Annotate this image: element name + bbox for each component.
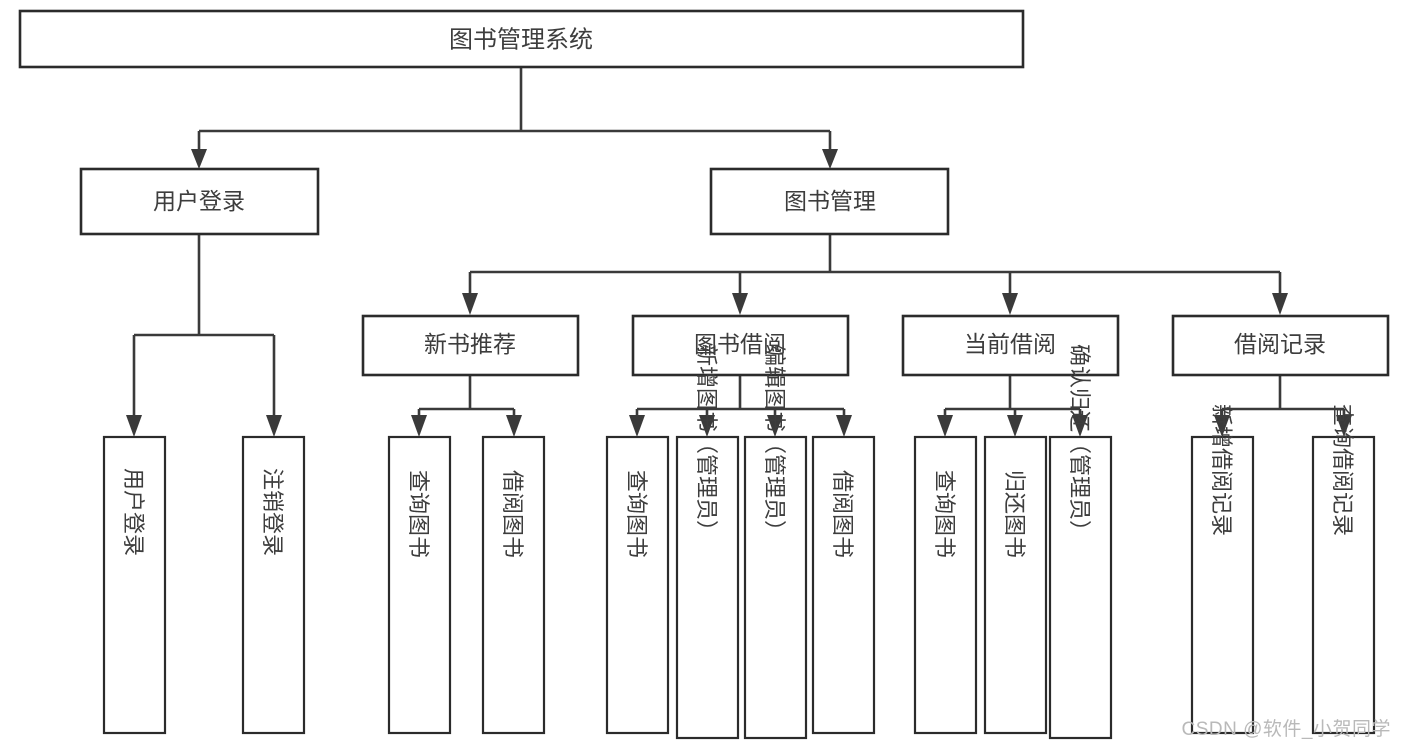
connector-layer [126, 67, 1352, 437]
arrow-book-manage [822, 149, 838, 169]
leaf-user-login-label: 用户登录 [121, 468, 146, 556]
arrow-borrowrecord [1272, 293, 1288, 315]
arrow-borrowrecord-leaf-1 [1214, 415, 1230, 437]
leaf-newbook-query[interactable]: 查询图书 [387, 435, 452, 735]
node-user-login-box[interactable] [79, 167, 320, 236]
leaf-bookborrow-query-label: 查询图书 [624, 470, 649, 558]
arrow-newbook-leaf-1 [411, 415, 427, 437]
leaf-borrowrecord-query-label: 查询借阅记录 [1330, 404, 1355, 536]
arrow-bookborrow [732, 293, 748, 315]
node-root-box[interactable] [18, 9, 1025, 69]
node-borrow-record-box[interactable] [1171, 314, 1390, 377]
leaf-currentborrow-return[interactable]: 归还图书 [983, 435, 1048, 735]
node-root-label: 图书管理系统 [449, 26, 593, 53]
leaf-currentborrow-confirm[interactable]: 确认归还（管理员） [1048, 344, 1113, 740]
arrow-bookborrow-leaf-2 [699, 415, 715, 437]
leaf-bookborrow-borrow[interactable]: 借阅图书 [811, 435, 876, 735]
arrow-currentborrow-leaf-3 [1072, 415, 1088, 437]
leaf-bookborrow-query-box[interactable] [605, 435, 670, 735]
leaf-bookborrow-borrow-label: 借阅图书 [830, 470, 855, 558]
node-borrow-record[interactable]: 借阅记录 [1171, 314, 1390, 377]
arrow-currentborrow-leaf-2 [1007, 415, 1023, 437]
leaf-currentborrow-query[interactable]: 查询图书 [913, 435, 978, 735]
node-book-borrow-label: 图书借阅 [694, 331, 786, 357]
node-current-borrow-label: 当前借阅 [964, 331, 1056, 357]
leaf-currentborrow-query-box[interactable] [913, 435, 978, 735]
node-book-manage-box[interactable] [709, 167, 950, 236]
leaf-newbook-query-label: 查询图书 [406, 470, 431, 558]
leaf-newbook-borrow-box[interactable] [481, 435, 546, 735]
leaf-bookborrow-add[interactable]: 新增图书（管理员） [675, 344, 740, 740]
node-borrow-record-label: 借阅记录 [1234, 331, 1326, 357]
node-root[interactable]: 图书管理系统 [18, 9, 1025, 69]
leaf-logout-box[interactable] [241, 435, 306, 735]
leaf-currentborrow-return-label: 归还图书 [1002, 470, 1027, 558]
leaf-borrowrecord-add-box[interactable] [1190, 435, 1255, 735]
leaf-currentborrow-return-box[interactable] [983, 435, 1048, 735]
leaf-borrowrecord-query-box[interactable] [1311, 435, 1376, 735]
arrow-bookborrow-leaf-1 [629, 415, 645, 437]
arrow-borrowrecord-leaf-2 [1336, 415, 1352, 437]
node-new-book-recommend[interactable]: 新书推荐 [361, 314, 580, 377]
leaf-logout[interactable]: 注销登录 [241, 435, 306, 735]
leaf-bookborrow-add-box[interactable] [675, 435, 740, 740]
node-new-book-recommend-label: 新书推荐 [424, 331, 516, 357]
arrow-leaf-logout [266, 415, 282, 437]
leaf-newbook-query-box[interactable] [387, 435, 452, 735]
leaf-bookborrow-add-label: 新增图书（管理员） [694, 344, 719, 542]
leaf-bookborrow-query[interactable]: 查询图书 [605, 435, 670, 735]
arrow-currentborrow [1002, 293, 1018, 315]
node-user-login[interactable]: 用户登录 [79, 167, 320, 236]
arrow-newbook-leaf-2 [506, 415, 522, 437]
node-current-borrow[interactable]: 当前借阅 [901, 314, 1120, 377]
node-book-borrow[interactable]: 图书借阅 [631, 314, 850, 377]
leaf-newbook-borrow-label: 借阅图书 [500, 470, 525, 558]
node-book-manage-label: 图书管理 [784, 188, 876, 214]
leaf-borrowrecord-query[interactable]: 查询借阅记录 [1311, 404, 1376, 735]
leaf-logout-label: 注销登录 [260, 468, 285, 556]
arrow-currentborrow-leaf-1 [937, 415, 953, 437]
leaf-newbook-borrow[interactable]: 借阅图书 [481, 435, 546, 735]
csdn-watermark: CSDN @软件_小贺同学 [1181, 719, 1391, 740]
leaf-bookborrow-borrow-box[interactable] [811, 435, 876, 735]
leaf-bookborrow-edit-label: 编辑图书（管理员） [762, 344, 787, 542]
leaf-bookborrow-edit-box[interactable] [743, 435, 808, 740]
node-book-manage[interactable]: 图书管理 [709, 167, 950, 236]
leaf-currentborrow-confirm-label: 确认归还（管理员） [1067, 344, 1092, 542]
leaf-borrowrecord-add[interactable]: 新增借阅记录 [1190, 404, 1255, 735]
leaf-user-login[interactable]: 用户登录 [102, 435, 167, 735]
arrow-leaf-user-login [126, 415, 142, 437]
arrow-user-login [191, 149, 207, 169]
arrow-bookborrow-leaf-4 [836, 415, 852, 437]
leaf-currentborrow-query-label: 查询图书 [932, 470, 957, 558]
leaf-borrowrecord-add-label: 新增借阅记录 [1209, 404, 1234, 536]
node-current-borrow-box[interactable] [901, 314, 1120, 377]
arrow-bookborrow-leaf-3 [767, 415, 783, 437]
leaf-user-login-box[interactable] [102, 435, 167, 735]
node-new-book-recommend-box[interactable] [361, 314, 580, 377]
leaf-currentborrow-confirm-box[interactable] [1048, 435, 1113, 740]
leaf-bookborrow-edit[interactable]: 编辑图书（管理员） [743, 344, 808, 740]
node-book-borrow-box[interactable] [631, 314, 850, 377]
node-user-login-label: 用户登录 [153, 188, 245, 214]
arrow-newbook [462, 293, 478, 315]
